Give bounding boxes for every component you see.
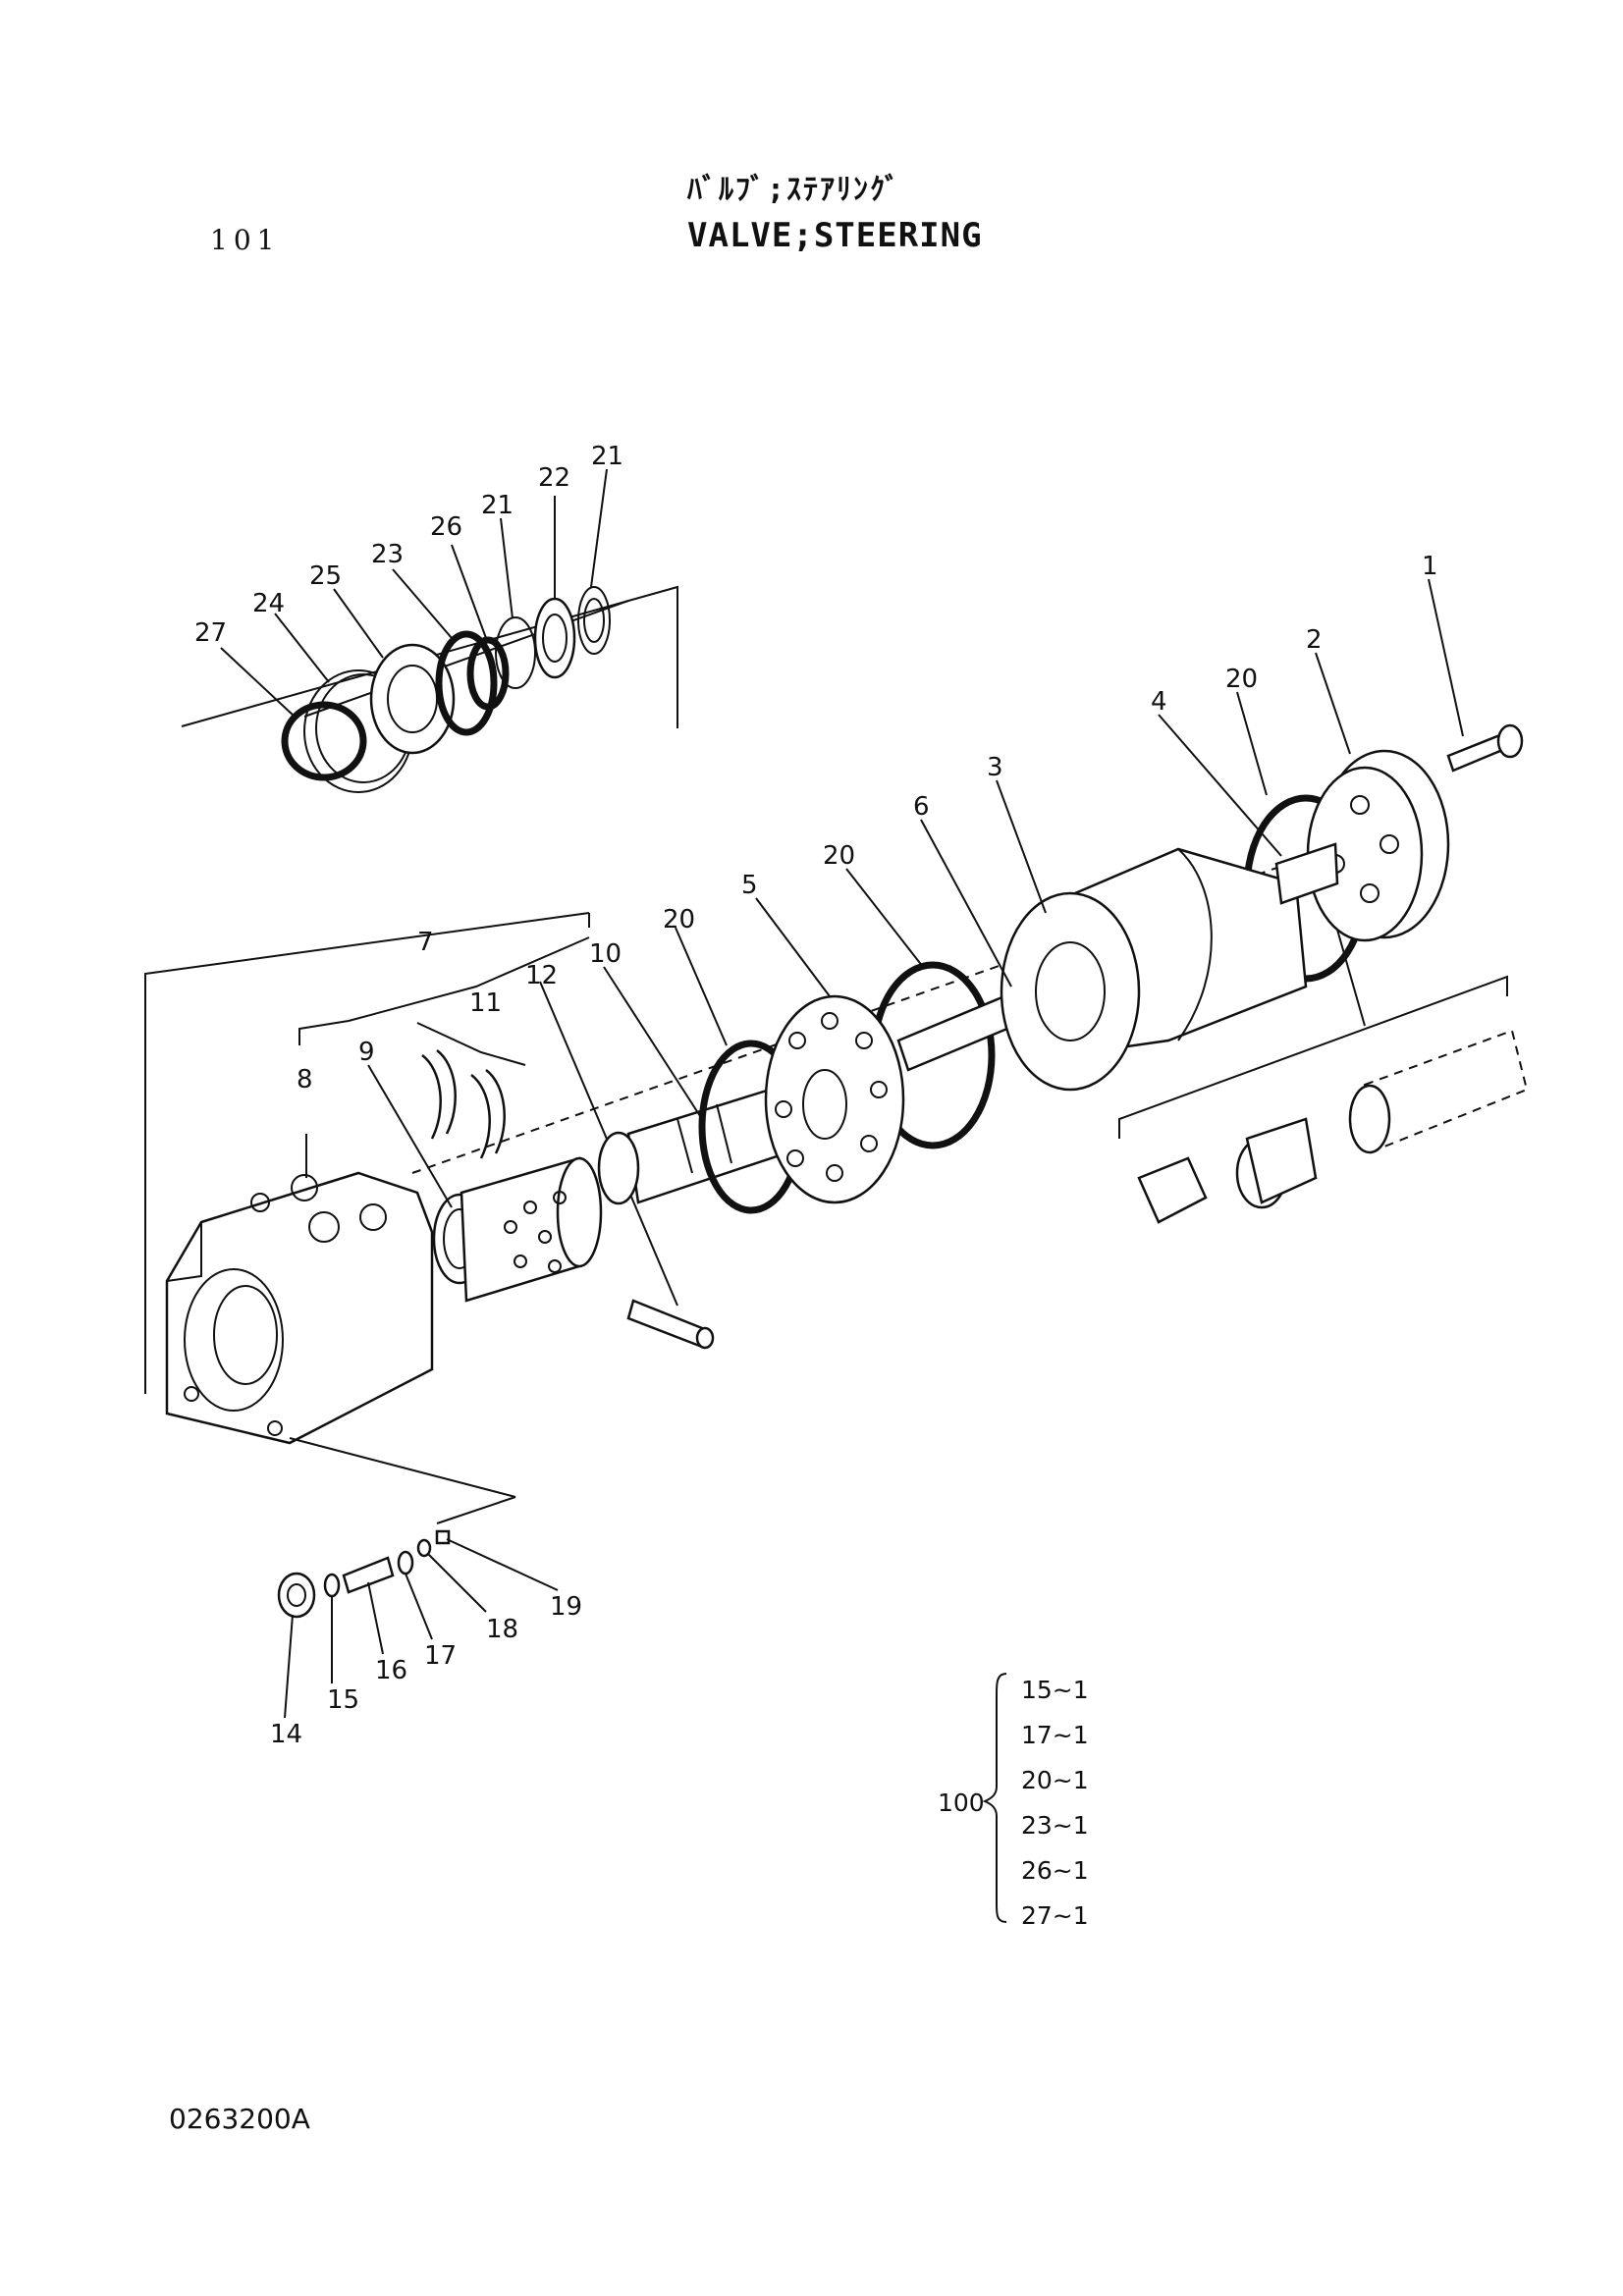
callout-21-b: 21 xyxy=(591,442,623,471)
port-a xyxy=(291,1174,318,1201)
seal-kit-bracket xyxy=(181,585,678,728)
part-11-spring-a xyxy=(421,1054,442,1140)
callout-23: 23 xyxy=(371,540,404,569)
callout-24: 24 xyxy=(252,589,285,618)
title-japanese: ﾊﾞﾙﾌﾞ;ｽﾃｱﾘﾝｸﾞ xyxy=(687,173,902,207)
page-number: 101 xyxy=(210,224,281,256)
part-17-o-ring xyxy=(397,1550,414,1575)
kit-label: 100 xyxy=(938,1789,985,1817)
callout-21-a: 21 xyxy=(481,491,514,520)
callout-22: 22 xyxy=(538,463,570,493)
part-21-washer-b-inner xyxy=(583,598,605,643)
callout-27: 27 xyxy=(194,618,227,648)
part-21-washer xyxy=(495,616,536,689)
kit-item: 15~1 xyxy=(1021,1676,1089,1704)
kit-item: 17~1 xyxy=(1021,1721,1089,1749)
callout-4: 4 xyxy=(1151,687,1167,717)
callout-15: 15 xyxy=(327,1685,359,1715)
callout-1: 1 xyxy=(1422,552,1438,581)
kit-list: 100 15~1 17~1 20~1 23~1 26~1 27~1 xyxy=(938,1673,1089,1930)
callout-11: 11 xyxy=(469,988,502,1018)
callout-12: 12 xyxy=(525,961,558,990)
callout-20-a: 20 xyxy=(1225,665,1258,694)
part-8-housing xyxy=(165,1171,434,1445)
bracket-gerotor xyxy=(1118,975,1508,1139)
part-8-bore xyxy=(184,1268,284,1412)
seal-kit-group xyxy=(181,585,678,793)
part-21-washer-b xyxy=(577,586,611,655)
callout-10: 10 xyxy=(589,939,622,969)
callout-6: 6 xyxy=(913,792,930,822)
part-16-valve xyxy=(342,1556,395,1594)
callout-25: 25 xyxy=(309,561,342,591)
callout-19: 19 xyxy=(550,1592,582,1622)
callout-20-b: 20 xyxy=(823,841,855,871)
bracket-7 xyxy=(298,1020,350,1045)
document-code: 0263200A xyxy=(169,2103,310,2135)
left-bracket xyxy=(144,912,590,1394)
callout-9: 9 xyxy=(358,1038,375,1067)
page-title: VALVE;STEERING xyxy=(687,216,983,255)
part-10-spline xyxy=(597,1131,640,1205)
callout-2: 2 xyxy=(1306,625,1323,655)
kit-item: 20~1 xyxy=(1021,1766,1089,1794)
part-4-shaft xyxy=(1274,842,1339,905)
kit-item: 27~1 xyxy=(1021,1901,1089,1930)
port-c xyxy=(308,1211,340,1243)
callout-17: 17 xyxy=(424,1641,457,1671)
kit-item: 23~1 xyxy=(1021,1811,1089,1840)
part-27-seal xyxy=(281,701,367,781)
kit-brace xyxy=(982,1673,1007,1923)
bracket-7-b xyxy=(348,936,590,1022)
callout-8: 8 xyxy=(297,1065,313,1095)
part-22-inner xyxy=(542,614,568,663)
callout-18: 18 xyxy=(486,1615,518,1644)
part-23-o-ring xyxy=(435,630,498,736)
main-assembly: 1 2 3 4 5 6 7 8 9 10 11 12 14 15 16 17 1… xyxy=(144,442,1529,1749)
seal-axis-line xyxy=(303,600,629,718)
part-14-plug xyxy=(277,1572,316,1619)
callout-5: 5 xyxy=(741,871,758,900)
port-d xyxy=(250,1193,270,1212)
part-19-poppet xyxy=(435,1529,451,1545)
relief-leader xyxy=(289,1437,516,1498)
part-15-o-ring xyxy=(323,1573,341,1598)
callout-16: 16 xyxy=(375,1656,407,1685)
part-22-thrust-bearing xyxy=(533,597,576,679)
part-26-o-ring xyxy=(466,636,510,711)
part-25-bearing xyxy=(369,643,456,755)
callout-20-c: 20 xyxy=(663,905,695,934)
callout-7: 7 xyxy=(417,928,434,957)
star-gear xyxy=(1137,1156,1208,1224)
callout-14: 14 xyxy=(270,1720,302,1749)
part-11-spring-b xyxy=(470,1074,491,1159)
callout-3: 3 xyxy=(987,753,1003,782)
callout-26: 26 xyxy=(430,512,462,542)
kit-item: 26~1 xyxy=(1021,1856,1089,1885)
part-18-spring xyxy=(416,1538,432,1558)
port-b xyxy=(359,1203,387,1231)
part-12-pin xyxy=(626,1299,709,1349)
